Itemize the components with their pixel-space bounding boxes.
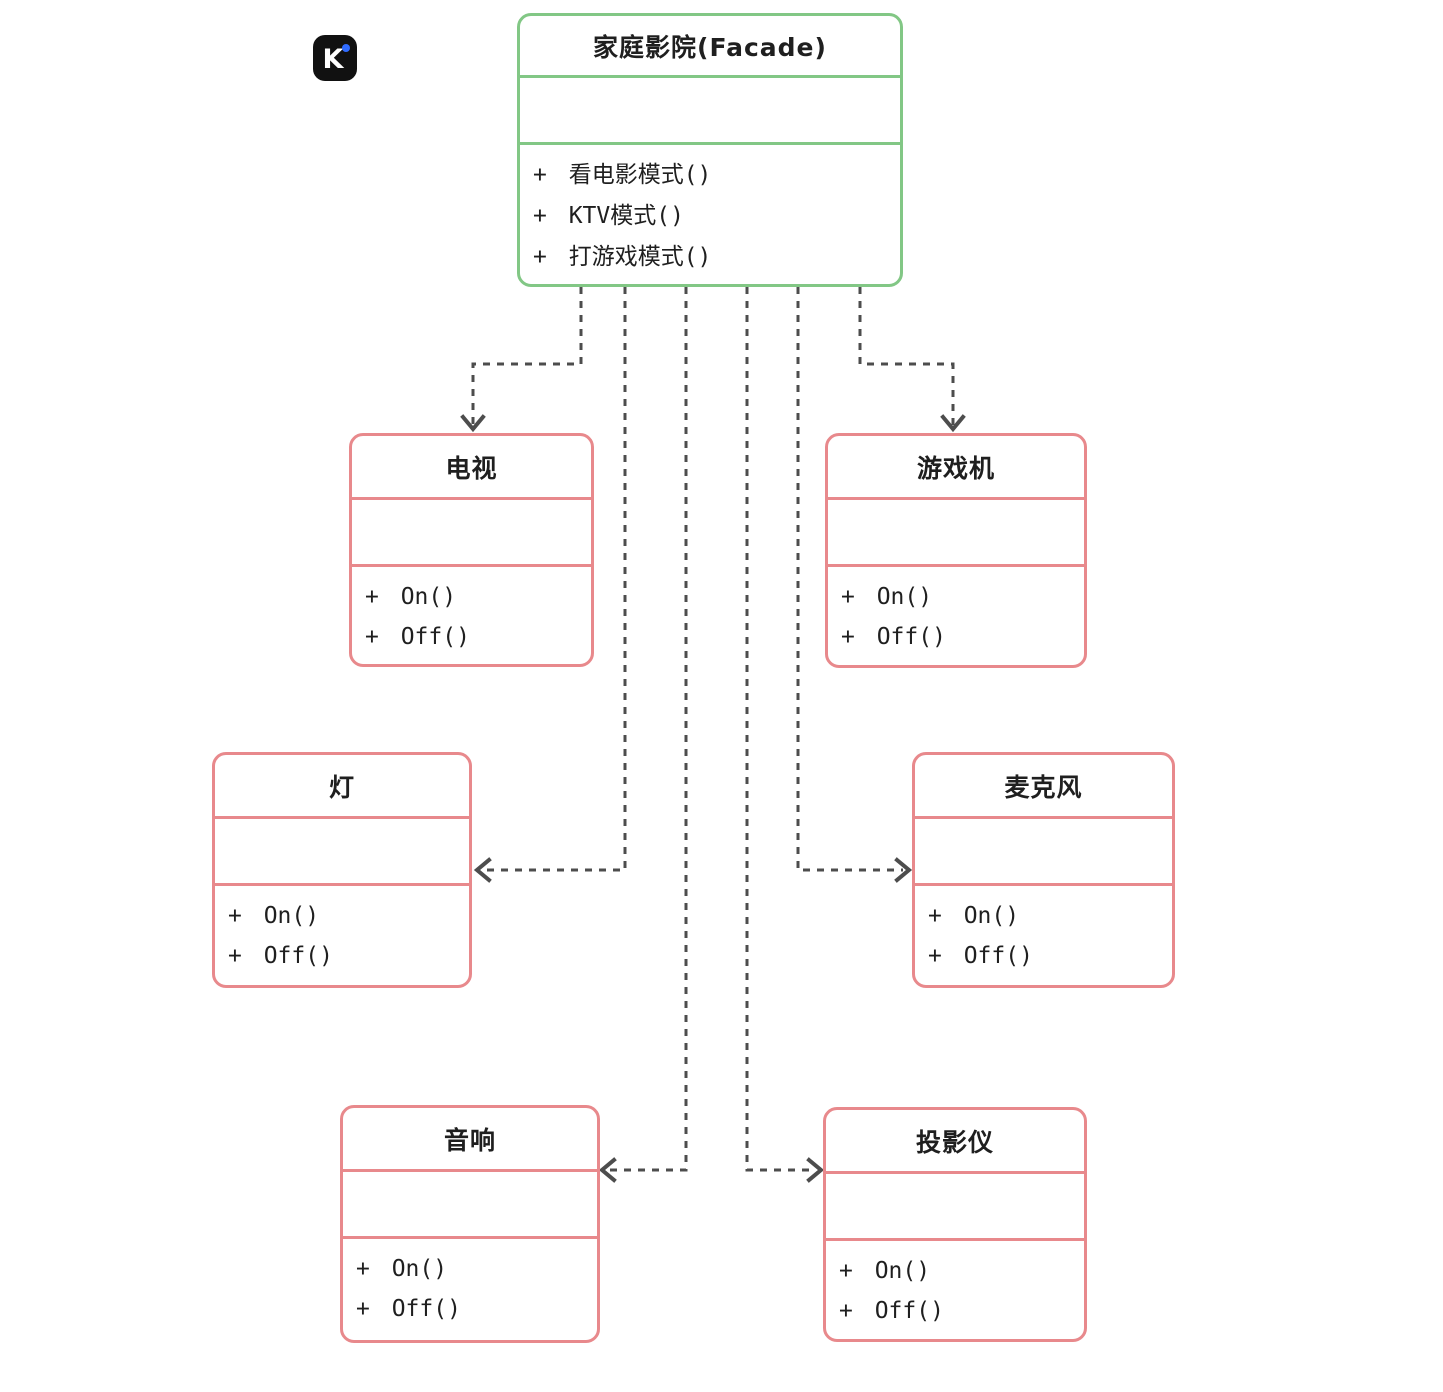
method-line: + On() — [928, 903, 1020, 929]
connector-facade-tv — [460, 287, 583, 433]
method-line: + KTV模式() — [533, 203, 684, 229]
class-attributes-empty — [915, 819, 1172, 886]
class-title: 家庭影院(Facade) — [520, 16, 900, 78]
method-line: + On() — [841, 584, 933, 610]
class-attributes-empty — [343, 1172, 597, 1239]
class-methods: + On() + Off() — [826, 1241, 1084, 1339]
class-box-speaker[interactable]: 音响 + On() + Off() — [340, 1105, 600, 1343]
class-title: 电视 — [352, 436, 591, 500]
logo-letter: K — [322, 43, 344, 75]
class-box-game-console[interactable]: 游戏机 + On() + Off() — [825, 433, 1087, 668]
class-attributes-empty — [826, 1174, 1084, 1241]
class-attributes-empty — [828, 500, 1084, 567]
class-methods: + On() + Off() — [215, 886, 469, 985]
method-line: + 看电影模式() — [533, 162, 712, 188]
class-box-facade[interactable]: 家庭影院(Facade) + 看电影模式() + KTV模式() + 打游戏模式… — [517, 13, 903, 287]
class-attributes-empty — [215, 819, 469, 886]
method-line: + On() — [228, 903, 320, 929]
class-methods: + On() + Off() — [828, 567, 1084, 665]
class-title: 音响 — [343, 1108, 597, 1172]
class-methods: + On() + Off() — [915, 886, 1172, 985]
class-methods: + On() + Off() — [352, 567, 591, 664]
kimi-logo: K — [313, 35, 357, 81]
class-attributes-empty — [352, 500, 591, 567]
method-line: + On() — [356, 1256, 448, 1282]
method-line: + Off() — [841, 624, 946, 650]
connector-facade-projector — [745, 287, 825, 1183]
class-attributes-empty — [520, 78, 900, 145]
method-line: + Off() — [365, 624, 470, 650]
method-line: + Off() — [228, 943, 333, 969]
method-line: + Off() — [839, 1298, 944, 1324]
method-line: + Off() — [928, 943, 1033, 969]
connector-facade-game — [858, 287, 966, 433]
logo-dot-icon — [342, 44, 350, 52]
connector-facade-speaker — [598, 287, 688, 1183]
class-title: 投影仪 — [826, 1110, 1084, 1174]
class-box-projector[interactable]: 投影仪 + On() + Off() — [823, 1107, 1087, 1342]
class-box-microphone[interactable]: 麦克风 + On() + Off() — [912, 752, 1175, 988]
class-box-tv[interactable]: 电视 + On() + Off() — [349, 433, 594, 667]
class-title: 游戏机 — [828, 436, 1084, 500]
class-methods: + On() + Off() — [343, 1239, 597, 1340]
method-line: + On() — [365, 584, 457, 610]
class-box-light[interactable]: 灯 + On() + Off() — [212, 752, 472, 988]
class-methods: + 看电影模式() + KTV模式() + 打游戏模式() — [520, 145, 900, 284]
method-line: + 打游戏模式() — [533, 244, 712, 270]
class-title: 灯 — [215, 755, 469, 819]
class-title: 麦克风 — [915, 755, 1172, 819]
method-line: + Off() — [356, 1296, 461, 1322]
method-line: + On() — [839, 1258, 931, 1284]
